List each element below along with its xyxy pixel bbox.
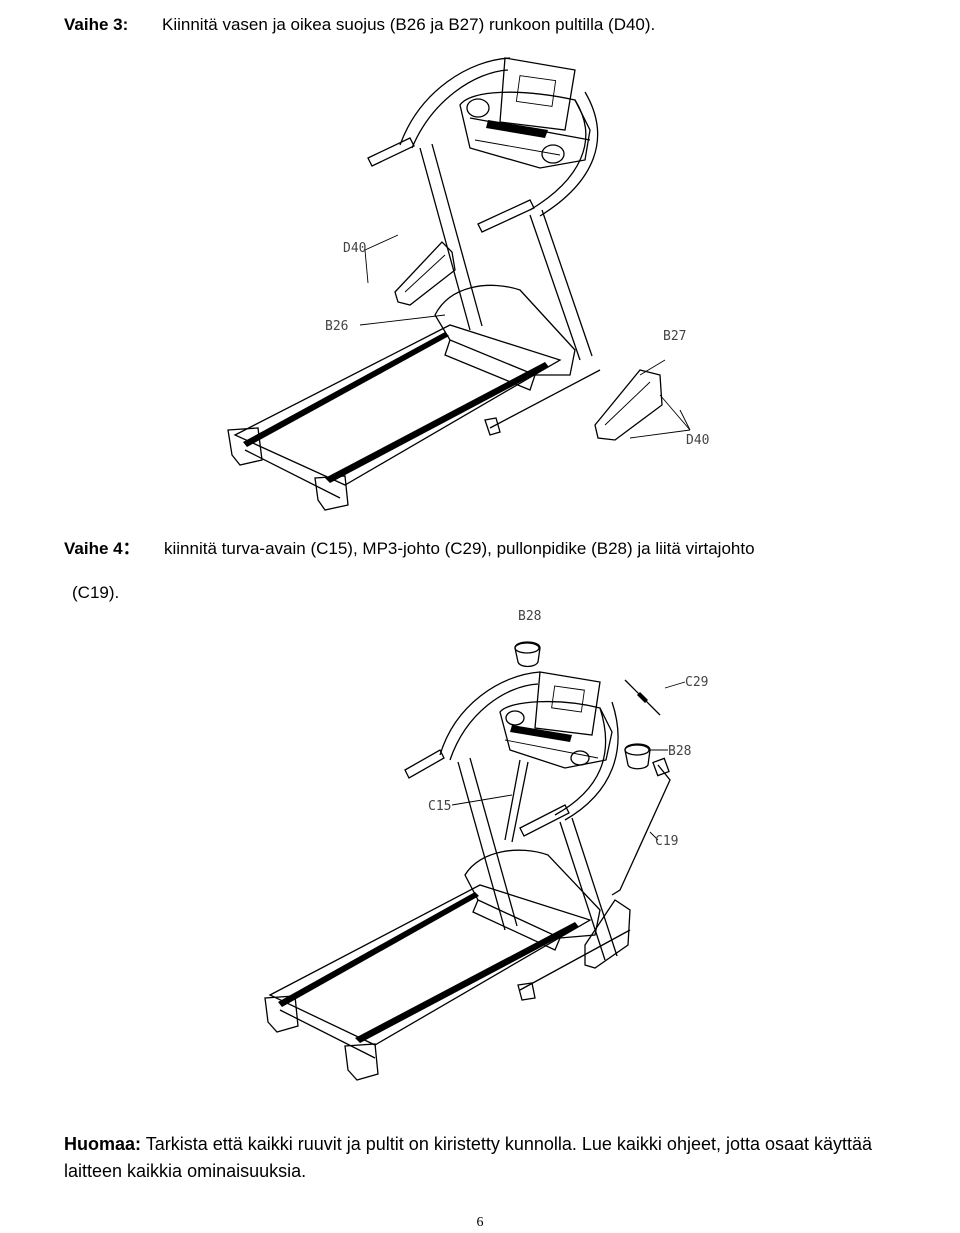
note-label: Huomaa:	[64, 1134, 142, 1154]
step-4-text: kiinnitä turva-avain (C15), MP3-johto (C…	[164, 539, 755, 558]
console	[499, 671, 613, 769]
deck	[233, 324, 601, 499]
step-3-instruction: Vaihe 3: Kiinnitä vasen ja oikea suojus (…	[64, 14, 655, 36]
note-paragraph: Huomaa: Tarkista että kaikki ruuvit ja p…	[64, 1131, 904, 1185]
figure-2-treadmill-accessories: B28 C29 B28 C15 C19	[264, 609, 708, 1081]
handlebars	[367, 57, 599, 233]
rear-end-caps	[264, 995, 379, 1081]
step-4-label: Vaihe 4：	[64, 539, 140, 558]
right-cover-b27	[594, 359, 691, 441]
mp3-cable-c29	[624, 679, 686, 716]
right-cover	[584, 899, 631, 969]
label-d40-bottom: D40	[686, 433, 709, 448]
step-4-text-continued: (C19).	[72, 583, 120, 602]
step-3-text: Kiinnitä vasen ja oikea suojus (B26 ja B…	[162, 15, 656, 34]
power-cord-c19	[611, 757, 671, 896]
label-b27: B27	[663, 329, 686, 344]
note-text: Tarkista että kaikki ruuvit ja pultit on…	[64, 1134, 873, 1181]
motor-hood	[434, 284, 576, 391]
label-c29: C29	[685, 675, 708, 690]
label-c15: C15	[428, 799, 451, 814]
deck	[268, 884, 631, 1059]
step-4-instruction: Vaihe 4： kiinnitä turva-avain (C15), MP3-…	[64, 538, 924, 560]
console	[459, 57, 591, 169]
step-3-label: Vaihe 3:	[64, 15, 129, 34]
label-b28-right: B28	[668, 744, 691, 759]
uprights	[419, 143, 593, 361]
label-b26: B26	[325, 319, 348, 334]
left-cover-b26	[359, 234, 456, 326]
motor-hood	[464, 849, 601, 951]
figure-1-treadmill-covers: D40 B26 B27 D40	[227, 57, 709, 511]
label-d40-top: D40	[343, 241, 366, 256]
rear-end-caps	[227, 427, 349, 511]
bottle-holder-b28-right	[624, 743, 668, 770]
label-b28-top: B28	[518, 609, 541, 624]
handlebars	[404, 671, 619, 837]
bottle-holder-b28-top	[514, 641, 541, 668]
page-number: 6	[476, 1215, 484, 1230]
label-c19: C19	[655, 834, 678, 849]
